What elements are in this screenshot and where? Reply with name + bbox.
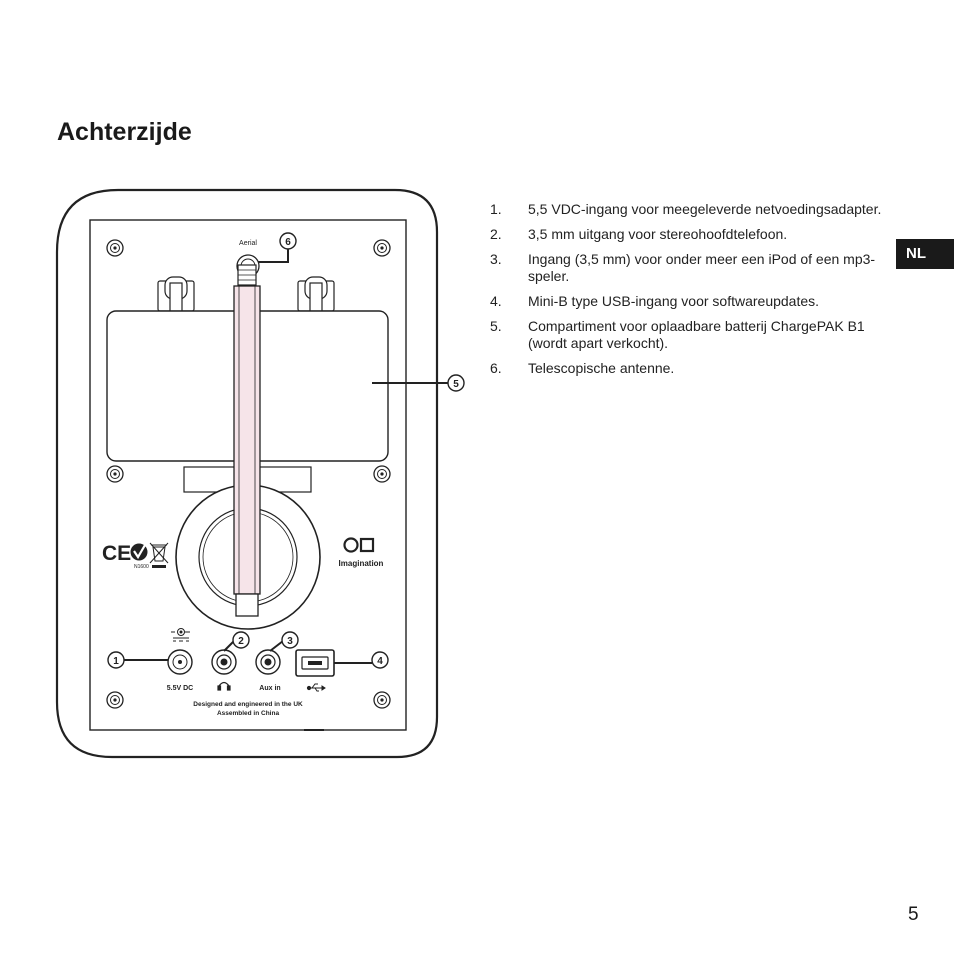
list-item: 3. Ingang (3,5 mm) voor onder meer een iP… [490, 251, 890, 285]
origin-line-1: Designed and engineered in the UK [193, 701, 303, 708]
callout-number: 5 [453, 379, 459, 390]
callout-number: 2 [238, 636, 244, 647]
feature-list: 1. 5,5 VDC-ingang voor meegeleverde netvo… [490, 201, 890, 385]
callout-4: 4 [371, 651, 389, 669]
item-text: Mini-B type USB-ingang voor softwareupda… [528, 293, 820, 309]
screw [373, 691, 391, 709]
aux-socket-pin [264, 658, 272, 666]
item-number: 6. [490, 360, 502, 376]
screw [106, 239, 124, 257]
callout-number: 6 [285, 237, 291, 248]
dc-polarity-icon [171, 628, 190, 642]
item-number: 5. [490, 318, 502, 334]
language-tab: NL [896, 239, 954, 269]
callout-number: 1 [113, 656, 119, 667]
headphone-socket-pin [220, 658, 228, 666]
screw [106, 465, 124, 483]
headphone-socket-inner [216, 654, 232, 670]
callout-6: 6 [279, 232, 297, 250]
item-number: 2. [490, 226, 502, 242]
callout-1: 1 [107, 651, 125, 669]
item-text: 3,5 mm uitgang voor stereohoofdtelefoon. [528, 226, 788, 242]
list-item: 4. Mini-B type USB-ingang voor softwareup… [490, 293, 890, 310]
leader-lines [124, 244, 448, 664]
imagination-logo-icon [343, 537, 375, 553]
weee-bin-icon [149, 542, 169, 568]
screw [373, 239, 391, 257]
usb-port-inner [301, 656, 329, 670]
callout-3: 3 [281, 631, 299, 649]
c-tick-icon [130, 543, 148, 561]
usb-icon [306, 683, 326, 692]
callout-2: 2 [232, 631, 250, 649]
page-number: 5 [908, 904, 919, 925]
dc-socket-pin [178, 660, 182, 664]
origin-line-2: Assembled in China [217, 710, 280, 717]
screw [373, 465, 391, 483]
aux-label: Aux in [259, 685, 280, 692]
item-text: Ingang (3,5 mm) voor onder meer een iPod… [528, 251, 876, 284]
list-item: 5. Compartiment voor oplaadbare batterij … [490, 318, 890, 352]
battery-clip-left [157, 276, 195, 312]
item-text: Compartiment voor oplaadbare batterij Ch… [528, 318, 865, 351]
dc-socket-inner [172, 654, 188, 670]
item-number: 4. [490, 293, 502, 309]
item-text: 5,5 VDC-ingang voor meegeleverde netvoed… [528, 201, 882, 217]
ce-mark-icon: CE [102, 542, 131, 565]
item-number: 1. [490, 201, 502, 217]
list-item: 2. 3,5 mm uitgang voor stereohoofdtelefoo… [490, 226, 890, 243]
telescopic-antenna [233, 264, 261, 617]
list-item: 6. Telescopische antenne. [490, 360, 890, 377]
dc-label: 5.5V DC [167, 685, 193, 692]
screw [106, 691, 124, 709]
battery-clip-right [297, 276, 335, 312]
aux-socket-inner [260, 654, 276, 670]
aerial-label: Aerial [239, 240, 257, 247]
item-text: Telescopische antenne. [528, 360, 675, 376]
list-item: 1. 5,5 VDC-ingang voor meegeleverde netvo… [490, 201, 890, 218]
callout-number: 3 [287, 636, 293, 647]
callout-5: 5 [447, 374, 465, 392]
model-code: N1600 [134, 564, 149, 570]
headphones-icon [217, 681, 231, 691]
usb-port-contact [308, 661, 322, 665]
item-number: 3. [490, 251, 502, 267]
brand-name: Imagination [339, 559, 384, 568]
page-title: Achterzijde [57, 118, 192, 146]
callout-number: 4 [377, 656, 383, 667]
